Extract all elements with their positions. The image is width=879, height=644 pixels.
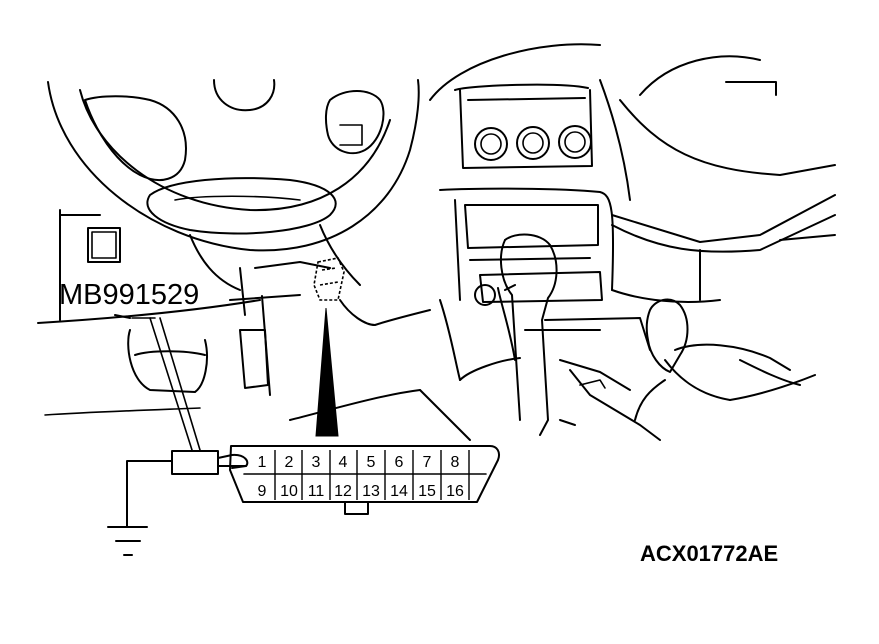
pins-bottom: 9 10 11 12 13 14 15 16 [258,483,464,500]
pin-label: 6 [395,454,404,471]
connector-tab [344,501,369,515]
shift-lever [497,233,558,436]
pin-label: 9 [258,483,267,500]
pin-label: 5 [367,454,376,471]
pin-label: 2 [285,454,294,471]
test-tool [107,450,249,556]
steering-wheel [47,79,420,291]
tool-body [171,450,219,475]
ground-icon [107,526,148,556]
tool-label: MB991529 [59,279,199,311]
pin-label: 14 [390,483,408,500]
pin-label: 13 [362,483,380,500]
pin-dividers [274,450,470,500]
pin-label: 7 [423,454,432,471]
lower-dashboard [37,209,431,421]
pin-label: 1 [258,454,267,471]
pins-top: 1 2 3 4 5 6 7 8 [258,454,460,471]
pin-label: 16 [446,483,464,500]
figure-code: ACX01772AE [640,541,778,566]
diagnostic-connector: 1 2 3 4 5 6 7 8 9 10 11 12 13 14 15 16 [229,445,500,515]
right-dashboard [419,43,836,441]
pin-label: 8 [451,454,460,471]
pin-label: 15 [418,483,436,500]
dlc-location-marker [313,257,345,301]
pin-label: 12 [334,483,352,500]
center-console [439,79,651,381]
ground-wire [126,460,173,528]
pointer-arrow [315,307,339,437]
pin-label: 4 [339,454,348,471]
pin-label: 11 [308,483,325,500]
connector-housing [229,445,500,503]
pin-label: 3 [312,454,321,471]
tool-callout: MB991529 [59,279,201,451]
pin-label: 10 [280,483,298,500]
